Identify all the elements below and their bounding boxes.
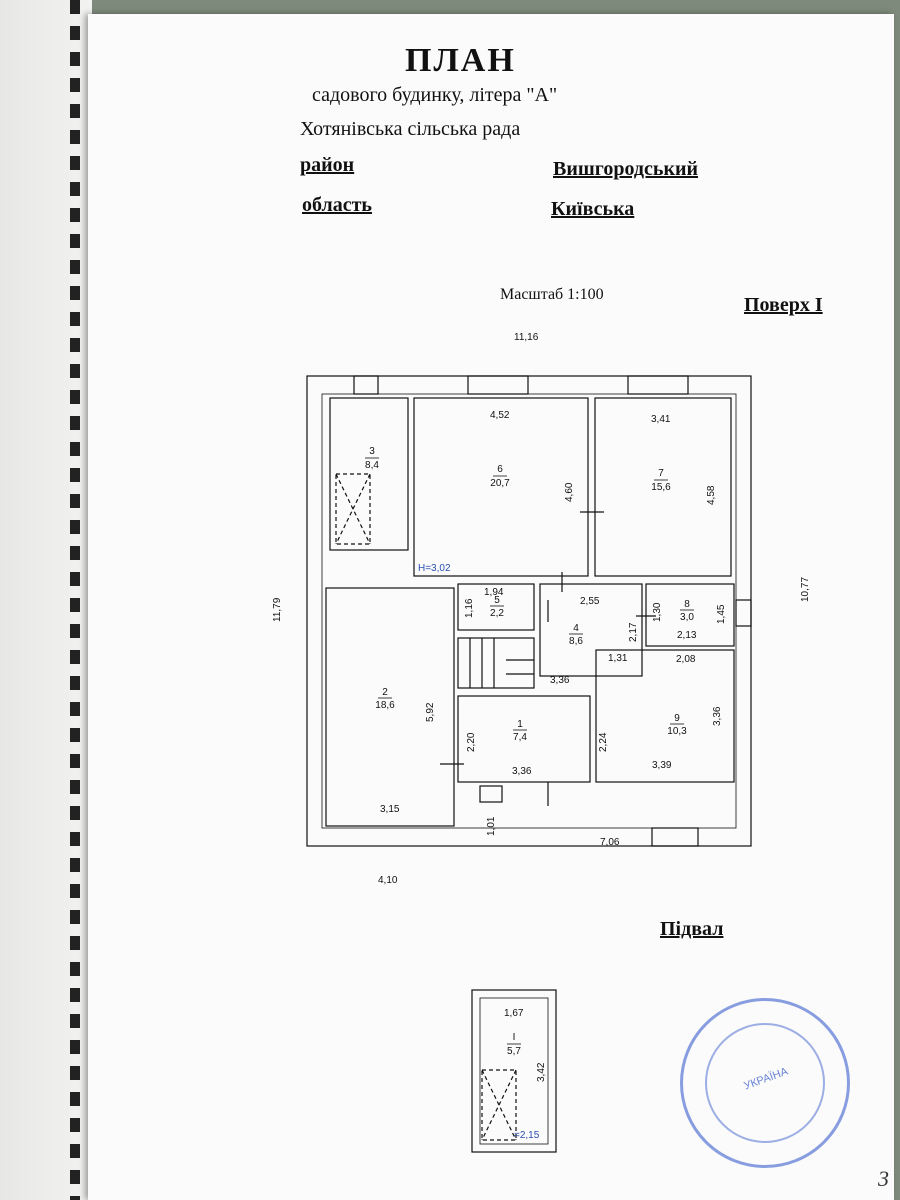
basement-height-mark: =2,15 [514,1130,540,1141]
pit-cross [481,1069,517,1141]
district-value: Вишгородський [553,158,699,180]
dim-r9-top-width: 2,08 [676,654,696,665]
dim-r4-height: 2,17 [628,622,639,642]
window [479,785,503,803]
room-area-2: 18,6 [375,700,395,711]
plan-title: ПЛАН [405,42,516,79]
room-outline-2 [325,587,455,827]
basement-room-number: I [513,1032,516,1043]
room-outline-3 [329,397,409,551]
dim-r7-height: 4,58 [706,485,717,505]
room-area-9: 10,3 [667,726,687,737]
window [735,599,752,627]
room-area-7: 15,6 [651,482,671,493]
dim-step: 1,01 [486,816,497,836]
dim-basement-height: 3,42 [536,1062,547,1082]
room-area-1: 7,4 [513,732,527,743]
room-outline-8 [645,583,735,647]
window [627,375,689,395]
basement-label: Підвал [660,918,724,940]
council-name: Хотянівська сільська рада [300,118,521,140]
dim-r5-width: 1,94 [484,587,504,598]
dim-r9-width: 3,39 [652,760,672,771]
dim-bottom-left: 4,10 [378,875,398,886]
dim-r2-height: 5,92 [425,702,436,722]
dim-r9-height: 3,36 [712,706,723,726]
pit-room-3 [335,473,371,545]
room-number-6: 6 [497,464,503,475]
room-number-7: 7 [658,468,664,479]
dim-r7-width: 3,41 [651,414,671,425]
room-outline-5 [457,583,535,631]
dim-r6-width: 4,52 [490,410,510,421]
inner-wall [321,393,737,829]
region-label: область [302,194,372,216]
room-outline-1 [457,695,591,783]
window [353,375,379,395]
page-number: 3 [878,1166,889,1191]
basement-outer-wall [471,989,557,1153]
room-area-3: 8,4 [365,460,379,471]
dim-r6-height: 4,60 [564,482,575,502]
pit-cross [335,473,371,545]
height-mark: Н=3,02 [418,563,451,574]
basement-pit [481,1069,517,1141]
scale-label: Масштаб 1:100 [500,286,604,303]
dim-r4-bottom: 3,36 [550,675,570,686]
basement-inner-wall [479,997,549,1145]
room-area-4: 8,6 [569,636,583,647]
dim-r4-width: 2,55 [580,596,600,607]
floor-label: Поверх I [744,294,823,316]
room-outline-9 [595,649,735,783]
room-number-4: 4 [573,623,579,634]
room-number-2: 2 [382,687,388,698]
dim-r8-height-left: 1,30 [652,602,663,622]
room-outline-6 [413,397,589,577]
dim-bottom-right: 7,06 [600,837,620,848]
room-outline-4 [539,583,643,677]
dim-overall-width: 11,16 [514,332,539,343]
room-number-9: 9 [674,713,680,724]
dim-r1-height: 2,20 [466,732,477,752]
room-outline-7 [594,397,732,577]
spiral-binding [70,0,80,1200]
dim-r2-width: 3,15 [380,804,400,815]
stamp-inner-ring [705,1023,825,1143]
dim-r4-stair: 1,31 [608,653,628,664]
room-area-6: 20,7 [490,478,510,489]
window [651,827,699,847]
room-number-5: 5 [494,595,500,606]
plan-subtitle: садового будинку, літера "А" [312,84,558,106]
dim-overall-height: 11,79 [272,597,283,622]
district-label: район [300,154,355,176]
room-number-8: 8 [684,599,690,610]
room-number-3: 3 [369,446,375,457]
dim-r8-width: 2,13 [677,630,697,641]
official-stamp: УКРАЇНА [680,998,850,1168]
dim-r1-width: 3,36 [512,766,532,777]
dim-basement-width: 1,67 [504,1008,524,1019]
room-area-5: 2,2 [490,608,504,619]
room-number-1: 1 [517,719,523,730]
dim-r8-height-right: 1,45 [716,604,727,624]
region-value: Київська [551,198,635,220]
dim-right-height: 10,77 [800,577,811,602]
basement-room-area: 5,7 [507,1046,521,1057]
window [467,375,529,395]
dim-r1-height-right: 2,24 [598,732,609,752]
room-area-8: 3,0 [680,612,694,623]
dim-r5-height: 1,16 [464,598,475,618]
staircase [457,637,535,689]
